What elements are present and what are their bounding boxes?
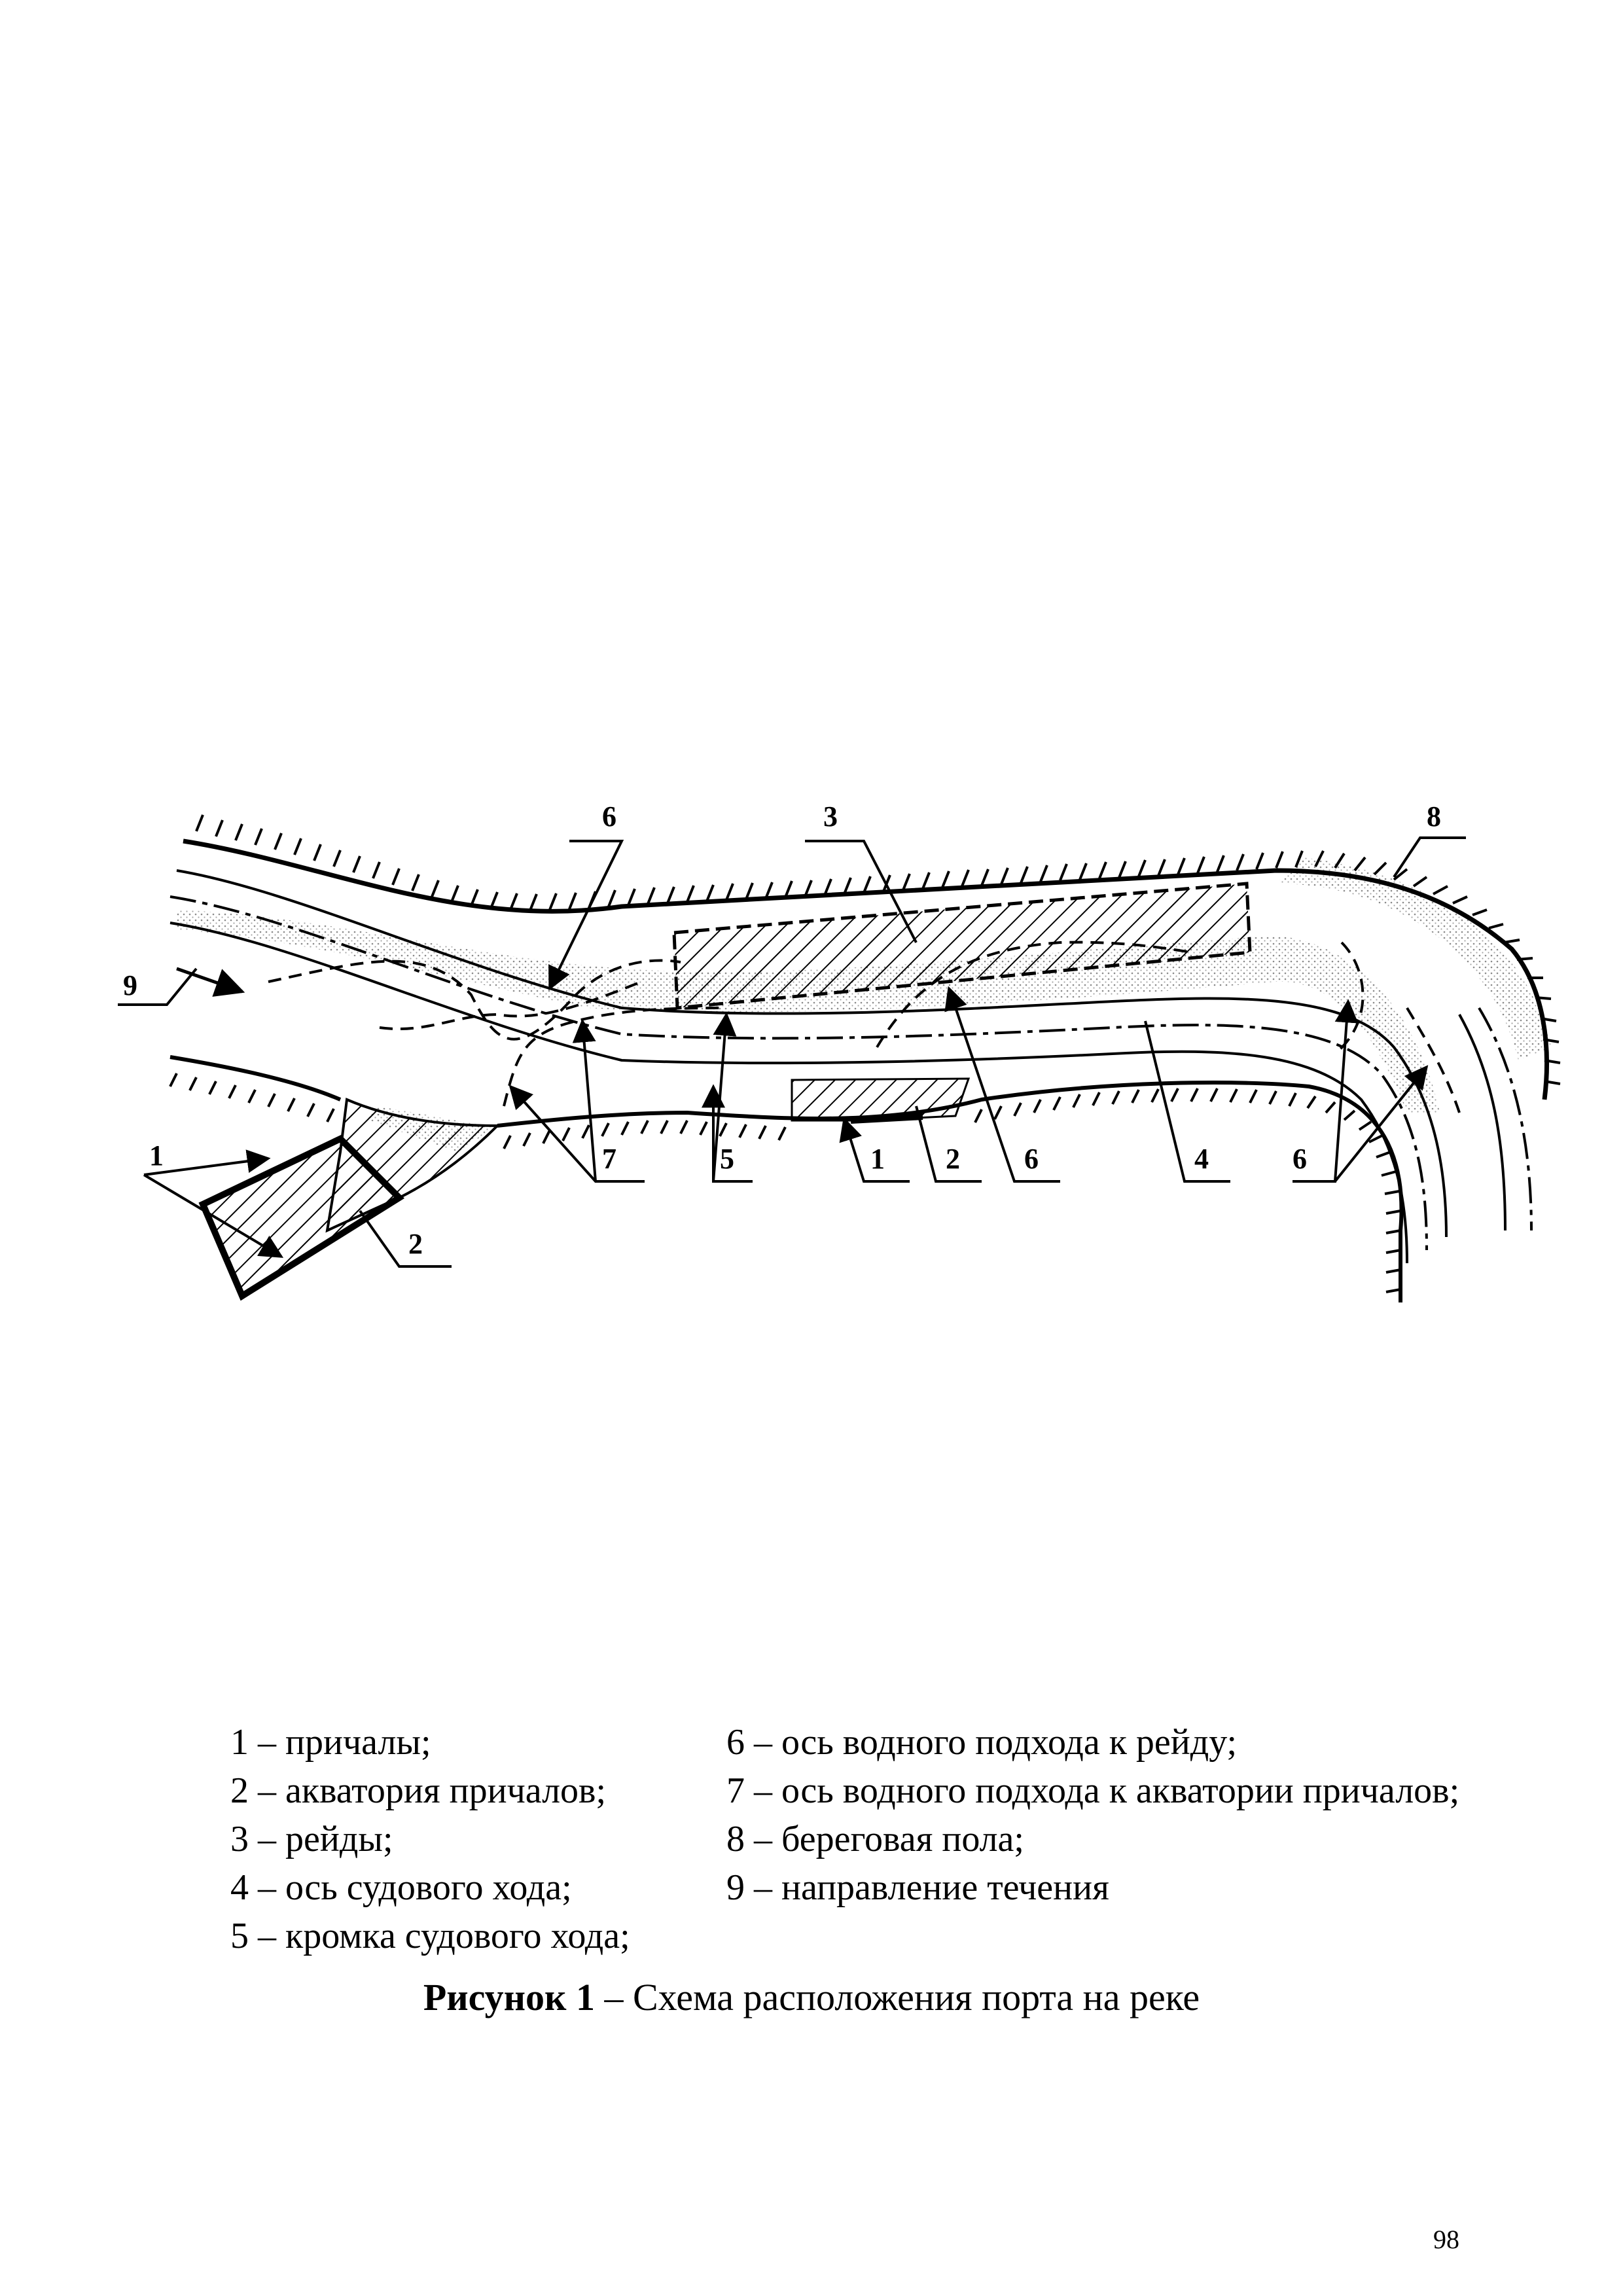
legend-item-4: 4 – ось судового хода;	[230, 1867, 572, 1908]
legend-right-column: 6 – ось водного подхода к рейду; 7 – ось…	[726, 1718, 1459, 1912]
legend-item-6: 6 – ось водного подхода к рейду;	[726, 1722, 1238, 1763]
legend-left-column: 1 – причалы; 2 – акватория причалов; 3 –…	[230, 1718, 630, 1960]
callout-leaders	[118, 836, 1466, 1268]
berth-water-area-middle	[791, 1077, 971, 1124]
figure-caption-text: – Схема расположения порта на реке	[594, 1976, 1200, 2018]
legend-item-2: 2 – акватория причалов;	[230, 1770, 607, 1811]
callout-2-middle: 2	[946, 1143, 960, 1175]
legend-item-3: 3 – рейды;	[230, 1819, 393, 1859]
legend-item-7: 7 – ось водного подхода к акватории прич…	[726, 1770, 1460, 1811]
callout-3: 3	[823, 800, 838, 833]
callout-4: 4	[1194, 1143, 1209, 1175]
legend-item-5: 5 – кромка судового хода;	[230, 1916, 630, 1956]
page-number: 98	[1433, 2225, 1459, 2254]
callout-6-right: 6	[1293, 1143, 1307, 1175]
callout-8: 8	[1427, 800, 1441, 833]
figure-caption: Рисунок 1 – Схема расположения порта на …	[0, 1975, 1623, 2019]
current-arrow	[176, 967, 245, 997]
top-bank	[183, 814, 1561, 1100]
harbor-basin	[198, 1098, 501, 1301]
callout-6-middle: 6	[1024, 1143, 1039, 1175]
callout-2-left: 2	[408, 1228, 423, 1260]
approach-axes	[268, 941, 1461, 1113]
figure-caption-label: Рисунок 1	[423, 1976, 595, 2018]
callout-9: 9	[123, 969, 137, 1001]
callout-7: 7	[602, 1143, 616, 1175]
roadstead-area	[672, 882, 1252, 1010]
callout-6-top: 6	[602, 800, 616, 833]
legend-item-8: 8 – береговая пола;	[726, 1819, 1024, 1859]
fairway-lines	[169, 869, 1533, 1264]
legend-item-1: 1 – причалы;	[230, 1722, 431, 1763]
port-layout-diagram: 6 3 8 9 1 2 7 5 1 2 6 4 6	[118, 800, 1561, 1302]
callout-1-middle: 1	[870, 1143, 885, 1175]
bottom-bank	[169, 1055, 1404, 1302]
legend-item-9: 9 – направление течения	[726, 1867, 1109, 1908]
callout-labels: 6 3 8 9 1 2 7 5 1 2 6 4 6	[123, 800, 1441, 1260]
callout-1-left: 1	[149, 1139, 164, 1172]
callout-5: 5	[720, 1143, 734, 1175]
